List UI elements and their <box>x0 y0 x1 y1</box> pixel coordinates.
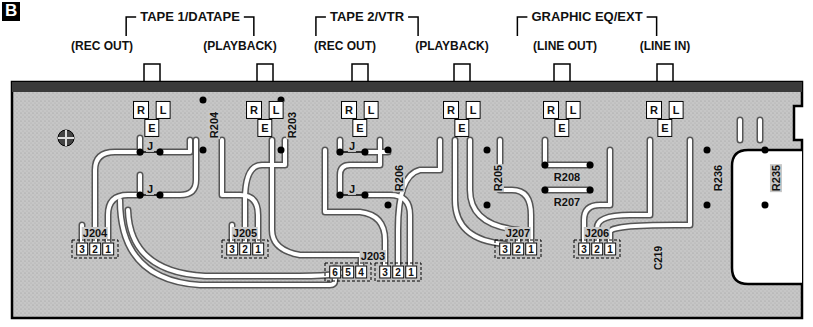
pin-number: 3 <box>499 243 511 256</box>
pin-number: 3 <box>76 243 88 256</box>
jack-terminal: E <box>554 119 569 137</box>
board-edge <box>12 82 802 92</box>
part-label: J203 <box>360 250 386 262</box>
pin-number: 4 <box>355 266 367 279</box>
pin-number: 1 <box>604 243 616 256</box>
jack-terminal: R <box>133 101 149 119</box>
jack-terminal: E <box>352 119 367 137</box>
part-label: R235 <box>770 164 782 192</box>
jack-terminal: E <box>657 119 672 137</box>
pin-number: 2 <box>591 243 603 256</box>
part-label: R236 <box>712 164 724 192</box>
part-label: R208 <box>553 171 581 183</box>
part-label: R206 <box>393 164 405 192</box>
jack-function: (LINE OUT) <box>533 40 597 53</box>
jack-terminal: L <box>669 101 684 119</box>
pin-number: 3 <box>379 266 391 279</box>
pin-number: 2 <box>239 243 251 256</box>
jack-function: (REC OUT) <box>314 40 376 53</box>
connector-outline <box>72 240 620 281</box>
part-label: J207 <box>505 227 531 239</box>
part-label: J <box>348 140 356 152</box>
jack-terminal: E <box>144 119 159 137</box>
pin-number: 1 <box>252 243 264 256</box>
part-label: R205 <box>492 164 504 192</box>
part-label: R203 <box>286 111 298 139</box>
jack-function: (PLAYBACK) <box>415 40 489 53</box>
jack-terminal: R <box>646 101 662 119</box>
part-label: J <box>146 183 154 195</box>
board-cutout <box>732 150 802 284</box>
pin-number: 2 <box>89 243 101 256</box>
jack-terminal: L <box>156 101 171 119</box>
part-label: C219 <box>653 245 664 271</box>
pin-number: 3 <box>578 243 590 256</box>
jack-terminal: R <box>246 101 262 119</box>
jack-function: (LINE IN) <box>640 40 691 53</box>
pin-number: 1 <box>525 243 537 256</box>
mounting-hole <box>58 130 74 146</box>
jack-terminal: L <box>466 101 481 119</box>
jumper-wire <box>140 152 365 195</box>
pin-number: 2 <box>392 266 404 279</box>
mounting-hole <box>58 130 74 146</box>
group-heading: TAPE 1/DATAPE <box>140 10 240 24</box>
part-label: J <box>348 183 356 195</box>
jack-terminal: R <box>543 101 559 119</box>
jack-function: (REC OUT) <box>71 40 133 53</box>
jack-terminal: E <box>454 119 469 137</box>
part-label: R207 <box>553 196 581 208</box>
group-heading: GRAPHIC EQ/EXT <box>531 10 642 24</box>
pin-number: 6 <box>329 266 341 279</box>
jack-terminal: R <box>341 101 357 119</box>
copper-trace <box>82 120 760 285</box>
pcb-board <box>12 82 802 318</box>
section-letter: B <box>2 2 20 21</box>
part-label: J206 <box>584 227 610 239</box>
part-label: J205 <box>232 227 258 239</box>
pin-number: 2 <box>512 243 524 256</box>
part-label: J <box>146 140 154 152</box>
pin-number: 5 <box>342 266 354 279</box>
group-heading: TAPE 2/VTR <box>330 10 404 24</box>
jack-function: (PLAYBACK) <box>203 40 277 53</box>
jack-terminal: R <box>443 101 459 119</box>
pin-number: 3 <box>226 243 238 256</box>
jack-terminal: E <box>257 119 272 137</box>
solder-pad <box>137 97 769 209</box>
part-label: R204 <box>208 111 220 139</box>
jack-tab <box>144 64 673 82</box>
pin-number: 1 <box>102 243 114 256</box>
pin-number: 1 <box>405 266 417 279</box>
part-label: J204 <box>82 227 108 239</box>
jack-terminal: L <box>269 101 284 119</box>
jack-terminal: L <box>566 101 581 119</box>
jack-terminal: L <box>364 101 379 119</box>
